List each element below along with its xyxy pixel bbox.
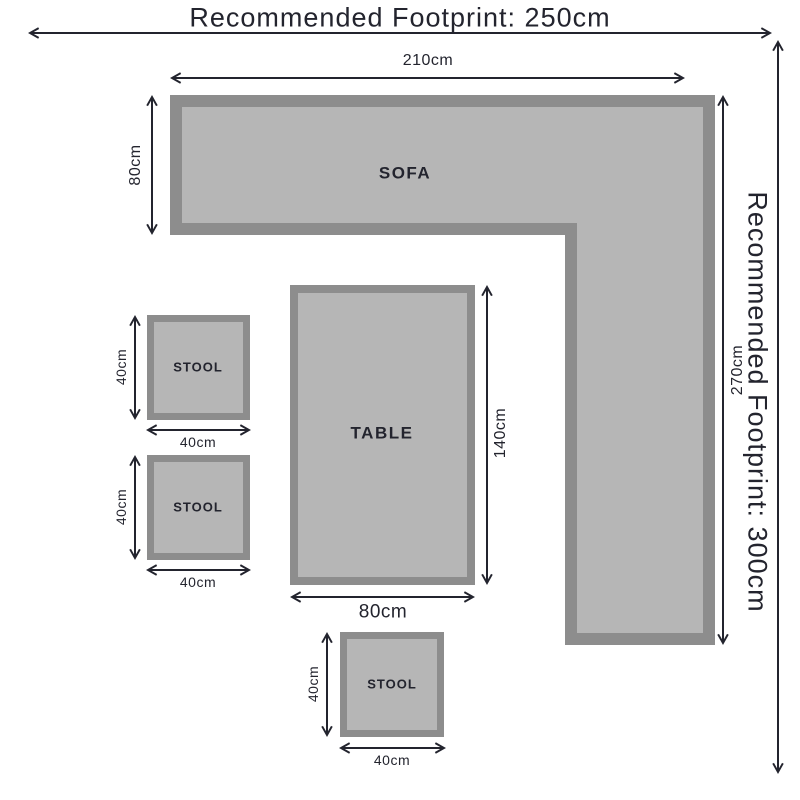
- stool-1: [147, 315, 250, 420]
- stool-3-height-dim: 40cm: [305, 665, 321, 703]
- table: [290, 285, 475, 585]
- stool-3: [340, 632, 444, 737]
- stool-1-height-dim: 40cm: [113, 348, 129, 386]
- sofa-depth-dim: 80cm: [127, 144, 144, 186]
- footprint-width-label: Recommended Footprint: 250cm: [189, 2, 611, 33]
- stool-2-width-dim: 40cm: [179, 574, 217, 590]
- stool-3-label: STOOL: [367, 676, 417, 692]
- stool-2: [147, 455, 250, 560]
- table-height-dim: 140cm: [492, 407, 509, 459]
- footprint-height-label: Recommended Footprint: 300cm: [742, 191, 773, 613]
- sofa-label: SOFA: [378, 163, 432, 183]
- sofa-cushion-right-arm: [577, 107, 703, 633]
- sofa-width-dim: 210cm: [402, 52, 454, 69]
- stool-1-width-dim: 40cm: [179, 434, 217, 450]
- table-width-dim: 80cm: [358, 601, 408, 623]
- table-label: TABLE: [350, 423, 414, 443]
- stool-1-label: STOOL: [173, 359, 223, 375]
- stool-2-label: STOOL: [173, 499, 223, 515]
- stool-3-width-dim: 40cm: [373, 752, 411, 768]
- sofa-height-dim: 270cm: [729, 344, 746, 396]
- stool-2-height-dim: 40cm: [113, 488, 129, 526]
